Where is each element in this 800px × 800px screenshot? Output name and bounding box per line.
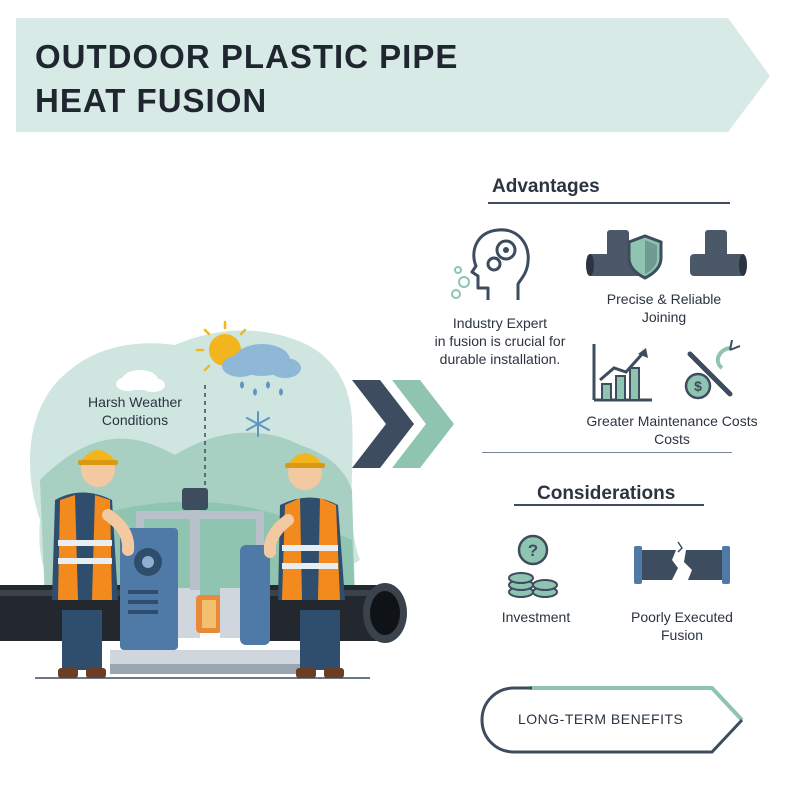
worker-right: [263, 453, 345, 678]
consideration-fusion-line-2: Fusion: [660, 627, 704, 643]
advantage-joining-line-1: Precise & Reliable: [606, 291, 722, 307]
advantage-item-joining: Precise & Reliable Joining: [584, 290, 744, 326]
weather-label-line-1: Harsh Weather: [88, 394, 182, 410]
title-line-1: OUTDOOR PLASTIC PIPE: [35, 38, 459, 75]
advantage-joining-line-2: Joining: [641, 309, 687, 325]
snowflake-icon: [246, 411, 270, 437]
advantage-item-costs: Greater Maintenance Costs Costs: [572, 412, 772, 448]
consideration-investment-line-1: Investment: [501, 609, 571, 625]
fusion-illustration: [0, 320, 407, 679]
rain-cloud-icon: [222, 344, 301, 396]
svg-text:$: $: [694, 378, 702, 394]
advantage-expert-line-2: in fusion is crucial for: [434, 333, 566, 349]
advantage-expert-line-3: durable installation.: [439, 351, 561, 367]
weather-label-line-2: Conditions: [101, 412, 169, 428]
advantages-underline: [488, 202, 730, 204]
advantages-heading: Advantages: [492, 176, 600, 197]
question-coins-icon: ?: [508, 534, 558, 598]
chevron-arrows-icon: [352, 380, 454, 468]
chart-money-wrench-icon: $: [592, 340, 741, 402]
broken-pipe-icon: [634, 541, 730, 584]
advantage-expert-line-1: Industry Expert: [452, 315, 548, 331]
title-banner: [16, 18, 770, 132]
fusion-machine: [110, 488, 300, 674]
weather-label: Harsh Weather Conditions: [70, 393, 200, 429]
advantage-item-expert: Industry Expert in fusion is crucial for…: [420, 314, 580, 368]
footer-label: LONG-TERM BENEFITS: [518, 711, 684, 727]
cloud-icon: [116, 370, 165, 392]
expert-head-gears-icon: [451, 228, 530, 300]
consideration-item-investment: Investment: [476, 608, 596, 626]
worker-left: [52, 450, 135, 678]
pipe-fittings-shield-icon: [586, 230, 747, 280]
advantage-costs-line-2: Costs: [654, 431, 690, 447]
footer-pill-arrow: [480, 686, 744, 754]
title-line-2: HEAT FUSION: [35, 82, 268, 119]
consideration-fusion-line-1: Poorly Executed: [631, 609, 733, 625]
svg-text:?: ?: [528, 541, 538, 560]
section-divider: [482, 452, 732, 453]
advantage-costs-line-1: Greater Maintenance Costs: [586, 413, 758, 429]
considerations-heading: Considerations: [537, 483, 676, 504]
page-title: OUTDOOR PLASTIC PIPE HEAT FUSION: [35, 35, 458, 123]
consideration-item-fusion: Poorly Executed Fusion: [612, 608, 752, 644]
considerations-underline: [514, 504, 704, 506]
